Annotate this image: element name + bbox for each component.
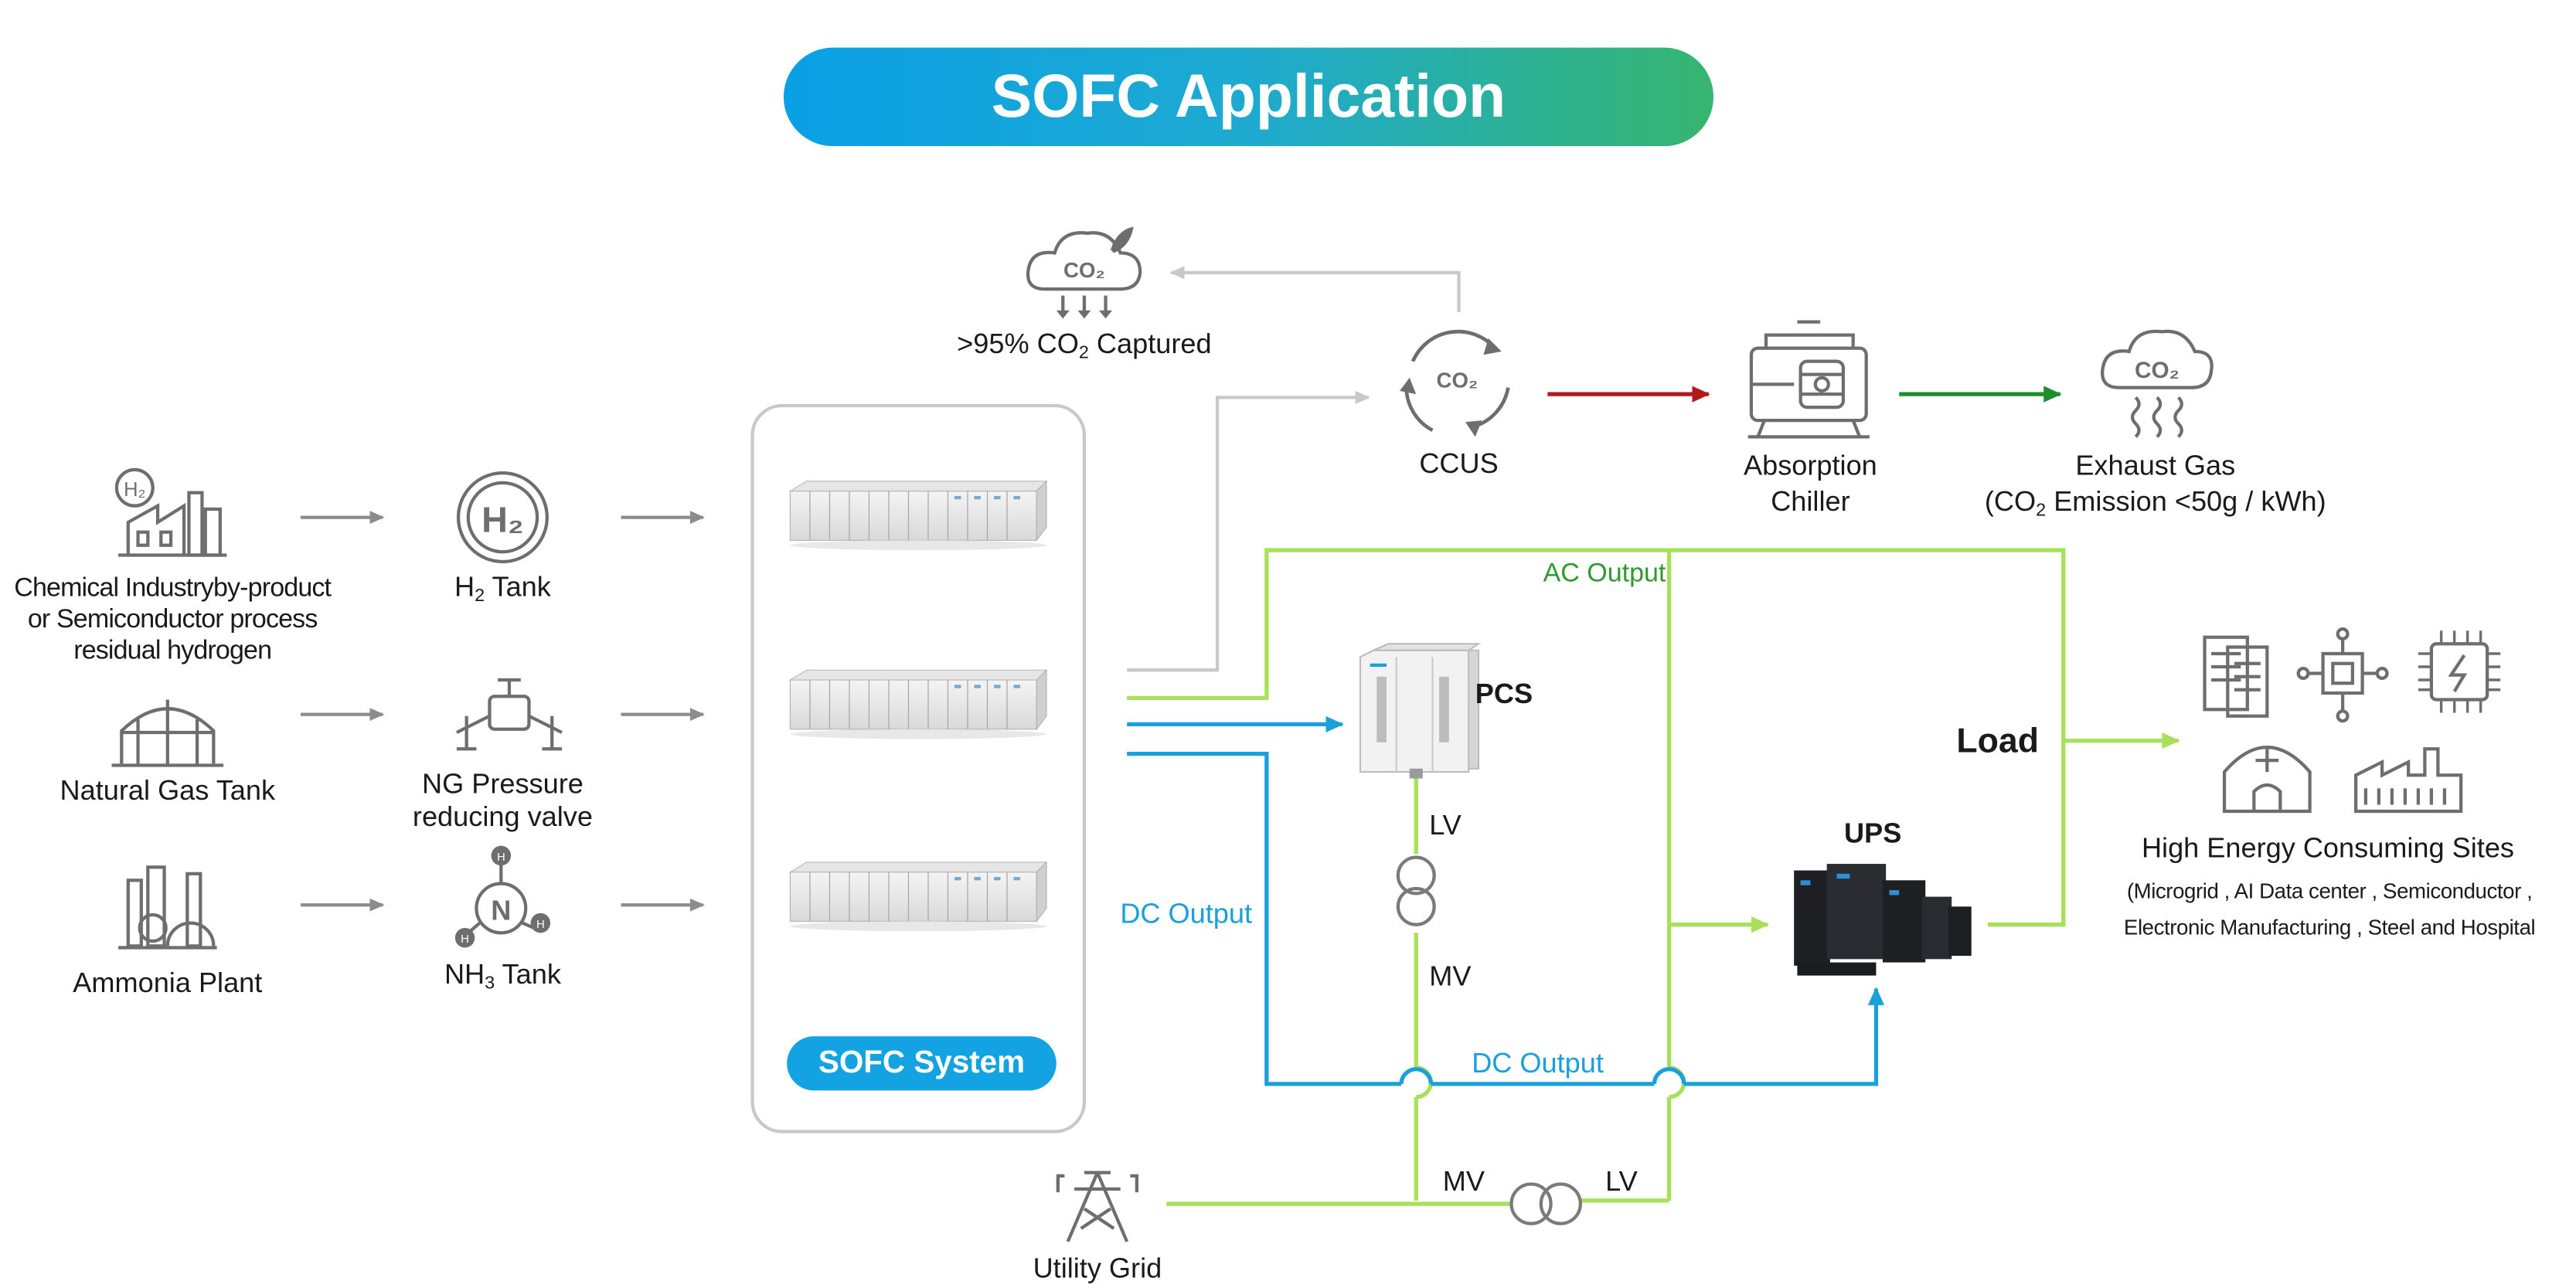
- exhaust-flow-lines: [1127, 266, 1461, 672]
- dc-output-lines: [1127, 715, 1885, 1086]
- natural-gas-tank-label: Natural Gas Tank: [60, 775, 276, 807]
- nh3-tank-label-main: NH: [444, 959, 485, 991]
- exhaust-line-2-prefix: (CO: [1984, 486, 2037, 518]
- h2-tank-label-sub: 2: [475, 586, 485, 607]
- ng-valve-line-1: NG Pressure: [422, 768, 584, 800]
- sofc-system-text: SOFC System: [818, 1045, 1026, 1080]
- nh3-tank-label-suffix: Tank: [495, 959, 561, 991]
- pcs-lv-label: LV: [1429, 809, 1462, 841]
- exhaust-line-2-suffix: Emission <50g / kWh): [2046, 486, 2326, 518]
- sites-detail-line-1: (Microgrid , AI Data center , Semiconduc…: [2126, 878, 2533, 904]
- ac-output-label: AC Output: [1543, 559, 1666, 588]
- dc-output-left-label: DC Output: [1120, 898, 1253, 930]
- exhaust-line-2: (CO2 Emission <50g / kWh): [1958, 484, 2353, 528]
- co2-cloud-leaf-icon: CO₂: [1026, 226, 1142, 319]
- exhaust-line-2-sub: 2: [2036, 501, 2047, 521]
- ups-equipment: [1794, 864, 1972, 976]
- h2-tank-label-suffix: Tank: [485, 571, 551, 603]
- nh3-tank-label-sub: 3: [485, 974, 495, 994]
- exhaust-icon-text: CO₂: [2135, 358, 2180, 383]
- chemical-source-line-2: or Semiconductor process: [27, 606, 318, 634]
- svg-text:H₂: H₂: [482, 500, 524, 540]
- gas-tank-icon: [111, 699, 224, 767]
- pcs-label: PCS: [1475, 678, 1533, 710]
- ups-label: UPS: [1844, 817, 1902, 849]
- utility-grid-label: Utility Grid: [1033, 1252, 1162, 1285]
- ng-valve-line-2: reducing valve: [412, 801, 593, 833]
- ammonia-plant-icon: [118, 865, 217, 950]
- chiller-label: Absorption Chiller: [1712, 448, 1909, 521]
- chiller-line-1: Absorption: [1744, 450, 1877, 481]
- co2-captured-prefix: >95% CO: [957, 328, 1079, 360]
- grid-transformer-icon: [1509, 1182, 1582, 1225]
- chip-icon: [2418, 630, 2501, 713]
- sofc-cabinet-row-3: [789, 861, 1048, 933]
- utility-grid-tower-icon: [1056, 1171, 1139, 1242]
- co2-captured-label: >95% CO2 Captured: [920, 328, 1248, 364]
- ccus-label: CCUS: [1419, 448, 1499, 480]
- dc-output-bottom-label: DC Output: [1472, 1048, 1604, 1079]
- sofc-system-label: SOFC System: [787, 1036, 1057, 1091]
- svg-text:N: N: [491, 894, 511, 926]
- page-title: SOFC Application: [991, 62, 1506, 130]
- sofc-cabinet-row-1: [789, 480, 1048, 552]
- svg-text:H₂: H₂: [124, 479, 145, 501]
- chemical-source-line-3: residual hydrogen: [73, 637, 272, 665]
- h2-tank-label: H2 Tank: [388, 572, 618, 607]
- ammonia-plant-label: Ammonia Plant: [73, 967, 263, 999]
- chemical-source-line-1: Chemical Industryby-product: [14, 574, 332, 603]
- server-rack-icon: [2203, 635, 2269, 718]
- valve-icon: [455, 678, 563, 751]
- svg-text:H: H: [461, 933, 469, 946]
- svg-text:H: H: [536, 919, 545, 931]
- exhaust-line-1: Exhaust Gas: [2075, 450, 2236, 481]
- co2-captured-sub: 2: [1078, 343, 1089, 363]
- ccus-cycle-icon: CO₂: [1400, 329, 1510, 437]
- exhaust-gas-label: Exhaust Gas (CO2 Emission <50g / kWh): [1958, 448, 2353, 528]
- nh3-tank-label: NH3 Tank: [388, 959, 618, 994]
- grid-lv-label: LV: [1605, 1166, 1638, 1198]
- sites-detail: (Microgrid , AI Data center , Semiconduc…: [2083, 874, 2576, 946]
- co2-captured-suffix: Captured: [1088, 328, 1212, 360]
- chemical-plant-icon: H₂: [114, 467, 227, 557]
- chemical-source-label: Chemical Industryby-product or Semicondu…: [0, 573, 345, 667]
- grid-mv-label: MV: [1442, 1166, 1485, 1198]
- ccus-icon-text: CO₂: [1437, 369, 1479, 393]
- pcs-transformer-icon: [1396, 855, 1436, 926]
- chiller-line-2: Chiller: [1771, 486, 1850, 518]
- chiller-icon: [1747, 320, 1870, 439]
- co2-captured-icon-text: CO₂: [1063, 258, 1105, 282]
- load-label: Load: [1956, 722, 2040, 761]
- hospital-icon: [2222, 746, 2312, 814]
- h2-tank-icon: H₂: [456, 471, 549, 564]
- sofc-cabinet-row-2: [789, 669, 1048, 740]
- h2-tank-label-main: H: [454, 571, 475, 603]
- ng-valve-label: NG Pressure reducing valve: [371, 769, 634, 834]
- pcs-mv-label: MV: [1429, 960, 1472, 992]
- ac-output-lines: [1127, 548, 2180, 1206]
- nh3-tank-icon: N H H H: [454, 845, 551, 948]
- sofc-system-box: [750, 403, 1087, 1133]
- svg-text:H: H: [497, 851, 505, 864]
- sites-detail-line-2: Electronic Manufacturing , Steel and Hos…: [2123, 914, 2536, 940]
- sites-title: High Energy Consuming Sites: [2141, 832, 2514, 865]
- exhaust-cloud-icon: CO₂: [2101, 329, 2214, 438]
- pcs-equipment: [1359, 643, 1482, 779]
- fuel-flow-arrows: [300, 511, 705, 912]
- circuit-board-icon: [2296, 627, 2389, 723]
- factory-icon: [2353, 747, 2463, 814]
- title-banner: SOFC Application: [783, 47, 1714, 147]
